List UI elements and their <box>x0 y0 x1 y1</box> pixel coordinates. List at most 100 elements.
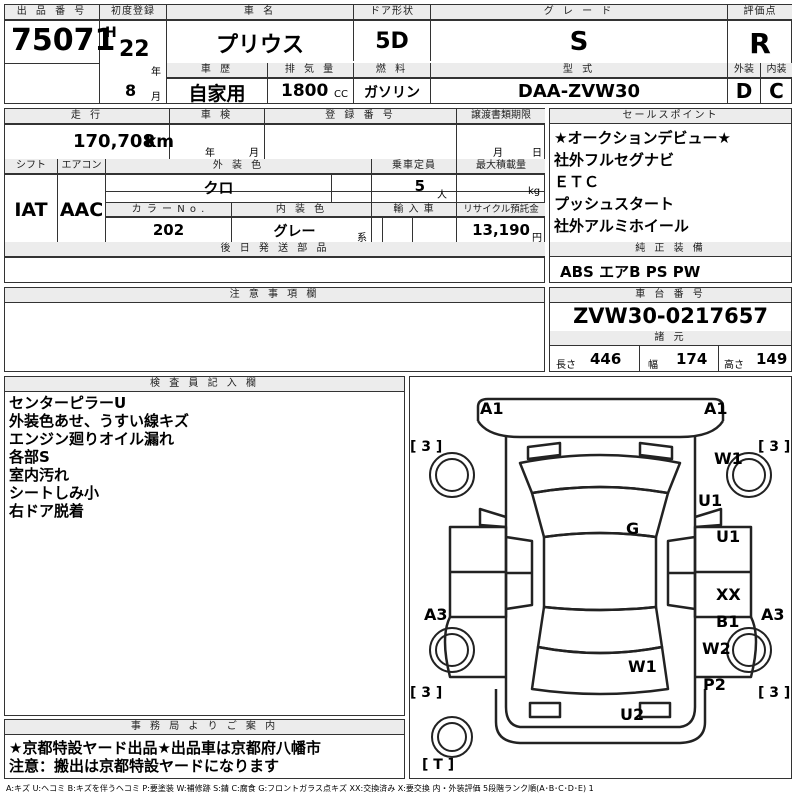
inspector-note: 右ドア脱着 <box>9 502 85 520</box>
mark-g: G <box>626 519 640 538</box>
shift: IAT <box>14 199 48 221</box>
chassis-label: 車 台 番 号 <box>550 288 791 303</box>
sales-points-label: セールスポイント <box>550 109 791 124</box>
length-label: 長さ <box>556 360 576 371</box>
capacity: 5 <box>414 177 425 195</box>
door-type: 5D <box>375 29 409 54</box>
interior-grade-label: 内装 <box>761 63 792 78</box>
month-unit: 月 <box>151 92 161 103</box>
car-history: 自家用 <box>188 83 246 105</box>
fuel-label: 燃 料 <box>354 63 430 78</box>
ac: AAC <box>59 199 104 221</box>
inspector-block: 検 査 員 記 入 欄 センターピラーU 外装色あせ、うすい線キズ エンジン廻り… <box>4 376 405 716</box>
interior-color-unit: 系 <box>357 233 367 244</box>
damage-diagram: A1 A1 [ 3 ] [ 3 ] W1 U1 G U1 XX A3 B1 A3… <box>409 376 792 779</box>
sales-point-item: ＥＴＣ <box>554 173 600 191</box>
inspector-note: エンジン廻りオイル漏れ <box>9 430 175 448</box>
color-label: 外 装 色 <box>106 159 371 174</box>
mark-u1-upper: U1 <box>698 491 723 510</box>
legend-text: A:キズ U:ヘコミ B:キズを伴うヘコミ P:要塗装 W:補修跡 S:錆 C:… <box>6 784 594 793</box>
mark-w1-rear: W1 <box>628 657 657 676</box>
width-label: 幅 <box>648 360 658 371</box>
chassis-block: 車 台 番 号 ZVW30-0217657 諸 元 長さ 446 幅 174 高… <box>549 287 792 372</box>
transfer-day-unit: 日 <box>532 148 542 159</box>
history-label: 車 歴 <box>167 63 267 78</box>
mark-u1-lower: U1 <box>716 527 741 546</box>
score: R <box>749 27 771 60</box>
inspector-note: 室内汚れ <box>9 466 70 484</box>
recycle-label: リサイクル預託金 <box>457 202 545 217</box>
details-block: 走 行 車 検 登 録 番 号 譲渡書類期限 170,708 km 年 月 月 … <box>4 108 545 283</box>
lot-number: 75071 <box>11 23 116 58</box>
inspection-month-unit: 月 <box>249 148 259 159</box>
sales-point-item: 社外アルミホイール <box>554 217 689 235</box>
exterior-grade: D <box>735 79 753 103</box>
recycle-unit: 円 <box>532 233 542 244</box>
grade-label: グ レ ー ド <box>431 5 727 20</box>
fuel: ガソリン <box>364 85 420 101</box>
color-no-label: カ ラ ー N o . <box>106 202 231 217</box>
car-name: プリウス <box>215 33 304 58</box>
office-label: 事 務 局 よ り ご 案 内 <box>5 720 404 735</box>
transfer-month-unit: 月 <box>493 148 503 159</box>
score-label: 評価点 <box>728 5 792 20</box>
mark-tire-rear-left: [ 3 ] <box>410 685 443 701</box>
exterior-color: クロ <box>203 179 234 197</box>
sales-point-item: 社外フルセグナビ <box>554 151 675 169</box>
office-line: 注意：搬出は京都特設ヤードになります <box>9 757 280 775</box>
height-value: 149 <box>756 350 788 368</box>
height-label: 高さ <box>724 360 744 371</box>
reg-month: 8 <box>125 81 137 100</box>
mark-a3-right: A3 <box>761 605 785 624</box>
displacement-label: 排 気 量 <box>268 63 353 78</box>
car-outline-diagram <box>429 397 772 758</box>
mark-xx: XX <box>716 585 741 604</box>
mark-tire-front-right: [ 3 ] <box>758 439 791 455</box>
lot-label: 出 品 番 号 <box>5 5 99 20</box>
inspector-notes: センターピラーU 外装色あせ、うすい線キズ エンジン廻りオイル漏れ 各部S 室内… <box>9 394 189 520</box>
year-unit: 年 <box>151 67 161 78</box>
mark-tire-front-left: [ 3 ] <box>410 439 443 455</box>
office-line: ★京都特設ヤード出品★出品車は京都府八幡市 <box>9 739 321 757</box>
mark-spare-tire: [ T ] <box>422 757 455 773</box>
sales-point-item: ★オークションデビュー★ <box>554 129 731 147</box>
sales-points-block: セールスポイント ★オークションデビュー★ 社外フルセグナビ ＥＴＣ プッシュス… <box>549 108 792 283</box>
interior-grade: C <box>769 79 784 103</box>
mark-b1: B1 <box>716 612 740 631</box>
load-unit: kg <box>528 186 541 197</box>
width-value: 174 <box>676 350 708 368</box>
header-block: 出 品 番 号 初度登録 車 名 ドア形状 グ レ ー ド 評価点 75071 … <box>4 4 792 105</box>
mark-tire-rear-right: [ 3 ] <box>758 685 791 701</box>
interior-color-label: 内 装 色 <box>232 202 371 217</box>
inspection-year-unit: 年 <box>205 148 215 159</box>
era: H <box>105 25 117 41</box>
displacement-unit: CC <box>334 89 348 100</box>
office-notes: ★京都特設ヤード出品★出品車は京都府八幡市 注意：搬出は京都特設ヤードになります <box>9 739 321 775</box>
chassis-number: ZVW30-0217657 <box>573 304 768 328</box>
inspector-note: センターピラーU <box>9 394 127 412</box>
model-code: DAA-ZVW30 <box>517 81 641 102</box>
sales-points-list: ★オークションデビュー★ 社外フルセグナビ ＥＴＣ プッシュスタート 社外アルミ… <box>554 127 731 237</box>
inspector-label: 検 査 員 記 入 欄 <box>5 377 404 392</box>
mark-w2: W2 <box>702 639 731 658</box>
office-block: 事 務 局 よ り ご 案 内 ★京都特設ヤード出品★出品車は京都府八幡市 注意… <box>4 719 405 779</box>
displacement: 1800 <box>281 81 329 101</box>
capacity-label: 乗車定員 <box>372 159 456 174</box>
mark-a3-left: A3 <box>424 605 448 624</box>
color-number: 202 <box>152 221 185 239</box>
grade: S <box>569 27 589 57</box>
inspector-note: 各部S <box>9 448 50 466</box>
inspection-label: 車 検 <box>170 109 264 124</box>
equipment-label: 純 正 装 備 <box>550 242 791 257</box>
specs-label: 諸 元 <box>550 331 791 346</box>
interior-color: グレー <box>273 224 316 240</box>
sales-point-item: プッシュスタート <box>554 195 675 213</box>
shift-label: シフト <box>5 159 57 174</box>
reg-year: 22 <box>119 37 150 62</box>
registration-label: 登 録 番 号 <box>265 109 456 124</box>
mileage: 170,708 <box>73 131 155 152</box>
mark-p2: P2 <box>703 675 726 694</box>
equipment-value: ABS エアB PS PW <box>560 263 701 281</box>
exterior-grade-label: 外装 <box>728 63 760 78</box>
door-label: ドア形状 <box>354 5 430 20</box>
